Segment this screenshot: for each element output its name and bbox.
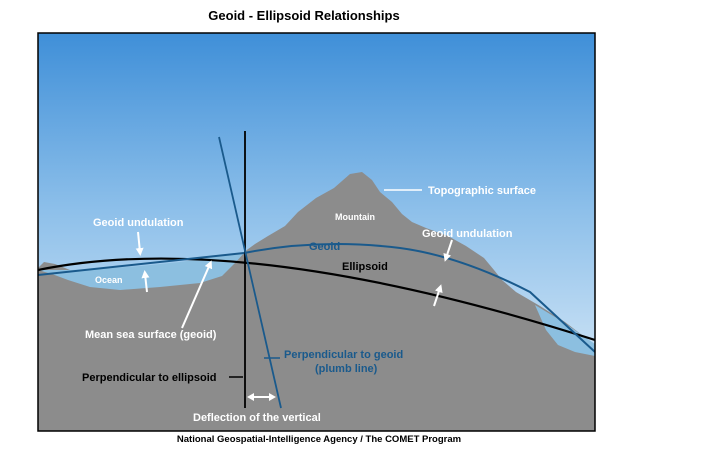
deflection-double-arrow [247,393,276,401]
ocean-water [38,253,244,290]
diagram-frame [37,32,596,432]
geoid-label: Geoid [309,241,340,253]
geoid-undulation-left-arrow-down [135,231,144,256]
ellipsoid-label: Ellipsoid [342,261,388,273]
mountain-label: Mountain [335,212,375,222]
diagram-title: Geoid - Ellipsoid Relationships [208,8,400,23]
geoid-undulation-right-label: Geoid undulation [422,228,513,240]
plumb-line [218,136,282,409]
topographic-surface [38,172,595,431]
geoid-undulation-right-arrow-down [443,239,453,262]
mean-sea-surface-label: Mean sea surface (geoid) [85,329,217,341]
deflection-of-vertical-label: Deflection of the vertical [193,412,321,424]
perpendicular-to-ellipsoid-label: Perpendicular to ellipsoid [82,372,216,384]
topographic-surface-label: Topographic surface [428,185,536,197]
mean-sea-surface-leader [181,260,213,329]
geoid-line [38,243,595,353]
geoid-undulation-right-arrow-up [433,284,443,307]
geoid-undulation-left-arrow-up [141,270,150,293]
geoid-undulation-left-label: Geoid undulation [93,217,184,229]
credit-line: National Geospatial-Intelligence Agency … [176,434,462,445]
ocean-label: Ocean [95,275,123,285]
perpendicular-to-geoid-label: Perpendicular to geoid [284,349,403,361]
plumb-line-label: (plumb line) [315,363,378,375]
ellipsoid-line [38,257,595,342]
